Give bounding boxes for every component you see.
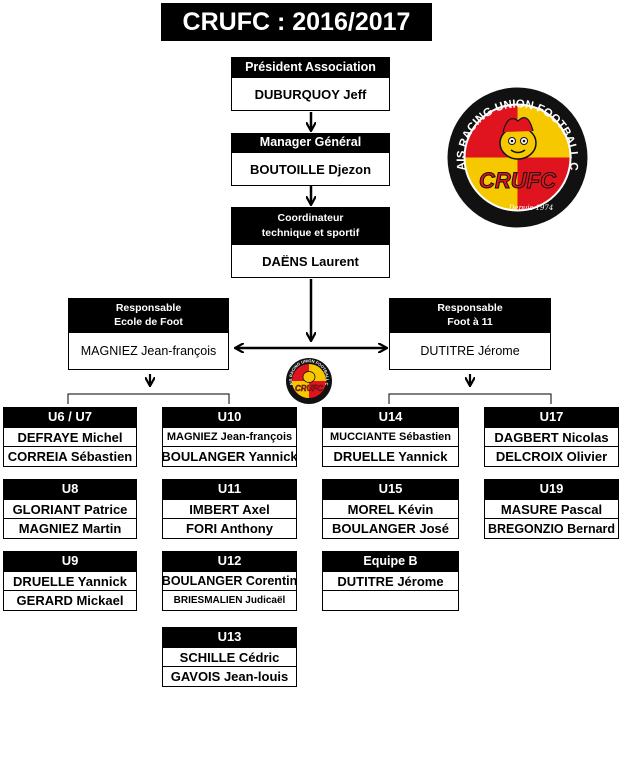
team-u12-member-1: BOULANGER Corentin — [162, 571, 297, 591]
logo-wordmark: CRUFC — [479, 168, 557, 193]
bracket-foot11 — [388, 393, 552, 404]
club-logo-small: CALAIS RACING UNION FOOTBALL CLUB CRUFC — [285, 357, 332, 404]
team-u19-member-1: MASURE Pascal — [484, 499, 619, 519]
ecole-role-line1: Responsable — [115, 301, 182, 314]
team-u8-member-1: GLORIANT Patrice — [3, 499, 137, 519]
team-equipeb-member-1: DUTITRE Jérome — [322, 571, 459, 591]
coordinator-role-line1: Coordinateur — [277, 212, 344, 225]
team-u15-member-1: MOREL Kévin — [322, 499, 459, 519]
team-u14-member-1: MUCCIANTE Sébastien — [322, 427, 459, 447]
team-u15-member-2: BOULANGER José — [322, 519, 459, 539]
coordinator-role-line2: technique et sportif — [261, 226, 360, 239]
team-u10-member-2: BOULANGER Yannick — [162, 447, 297, 467]
team-equipeb-member-2 — [322, 591, 459, 611]
team-u9-member-2: GERARD Mickael — [3, 591, 137, 611]
coordinator-role: Coordinateur technique et sportif — [231, 207, 390, 244]
team-u6u7-member-2: CORREIA Sébastien — [3, 447, 137, 467]
team-u12-label: U12 — [162, 551, 297, 571]
team-u10-member-1: MAGNIEZ Jean-françois — [162, 427, 297, 447]
ecole-role-line2: Ecole de Foot — [114, 316, 183, 328]
team-u6u7-label: U6 / U7 — [3, 407, 137, 427]
team-u8-member-2: MAGNIEZ Martin — [3, 519, 137, 539]
team-u12-member-2: BRIESMALIEN Judicaël — [162, 591, 297, 611]
team-u14-member-2: DRUELLE Yannick — [322, 447, 459, 467]
team-u11-member-2: FORI Anthony — [162, 519, 297, 539]
manager-role: Manager Général — [231, 133, 390, 152]
team-u13-label: U13 — [162, 627, 297, 647]
team-u17-label: U17 — [484, 407, 619, 427]
team-u17-member-1: DAGBERT Nicolas — [484, 427, 619, 447]
president-role: Président Association — [231, 57, 390, 77]
foot11-role-line2: Foot à 11 — [447, 316, 493, 328]
team-u11-label: U11 — [162, 479, 297, 499]
foot11-role-line1: Responsable — [437, 301, 503, 314]
team-u13-member-2: GAVOIS Jean-louis — [162, 667, 297, 687]
team-u19-label: U19 — [484, 479, 619, 499]
team-u19-member-2: BREGONZIO Bernard — [484, 519, 619, 539]
team-u10-label: U10 — [162, 407, 297, 427]
team-u14-label: U14 — [322, 407, 459, 427]
logo-small-wordmark: CRUFC — [295, 384, 323, 393]
team-u15-label: U15 — [322, 479, 459, 499]
club-logo: CALAIS RACING UNION FOOTBALL CLUB CRUFC … — [445, 85, 588, 228]
foot11-name: DUTITRE Jérome — [389, 332, 551, 370]
team-u11-member-1: IMBERT Axel — [162, 499, 297, 519]
coordinator-name: DAËNS Laurent — [231, 244, 390, 278]
manager-name: BOUTOILLE Djezon — [231, 152, 390, 186]
foot11-role: Responsable Foot à 11 — [389, 298, 551, 332]
team-u6u7-member-1: DEFRAYE Michel — [3, 427, 137, 447]
logo-since: Depuis 1974 — [508, 204, 554, 212]
team-equipeb-label: Equipe B — [322, 551, 459, 571]
team-u17-member-2: DELCROIX Olivier — [484, 447, 619, 467]
team-u9-member-1: DRUELLE Yannick — [3, 571, 137, 591]
ecole-name: MAGNIEZ Jean-françois — [68, 332, 229, 370]
team-u9-label: U9 — [3, 551, 137, 571]
team-u13-member-1: SCHILLE Cédric — [162, 647, 297, 667]
president-name: DUBURQUOY Jeff — [231, 77, 390, 111]
ecole-role: Responsable Ecole de Foot — [68, 298, 229, 332]
page-title: CRUFC : 2016/2017 — [161, 3, 432, 41]
team-u8-label: U8 — [3, 479, 137, 499]
bracket-ecole — [67, 393, 230, 404]
